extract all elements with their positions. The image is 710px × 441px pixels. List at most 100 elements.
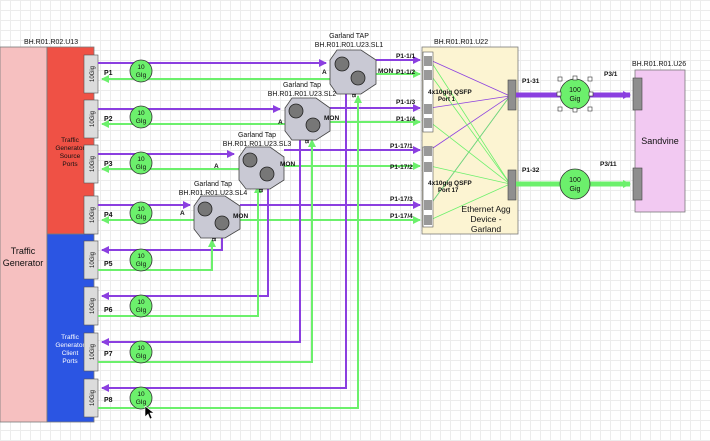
- agg-port-label-17-1: P1-17/1: [390, 143, 413, 150]
- agg-slot-1-1[interactable]: [424, 56, 432, 66]
- link-speed-circle-p5[interactable]: [129, 248, 153, 272]
- link-speed-circle-p7[interactable]: [129, 340, 153, 364]
- link-speed-circle-p3[interactable]: [129, 151, 153, 175]
- link-speed-circle-p8[interactable]: [129, 386, 153, 410]
- tap-sl1-title: Garland TAP: [329, 33, 369, 40]
- uplink-speed-1-a: 100: [569, 87, 581, 94]
- link-speed-circle-p4[interactable]: [129, 201, 153, 225]
- uplink-speed-2-a: 100: [569, 177, 581, 184]
- port-label-p8: P8: [104, 397, 113, 404]
- link-speed-p2-b: GIg: [136, 118, 147, 125]
- agg-port-label-17-4: P1-17/4: [390, 213, 413, 220]
- link-speed-circle-p2[interactable]: [129, 105, 153, 129]
- sandvine-box[interactable]: [634, 69, 686, 213]
- client-ports-label-2: Generator: [55, 342, 85, 349]
- agg-slot-1-4[interactable]: [424, 118, 432, 128]
- port-slot-p8[interactable]: [83, 378, 99, 418]
- link-speed-circle-p6[interactable]: [129, 294, 153, 318]
- sandvine-port-p3-1[interactable]: [632, 77, 643, 111]
- agg-slot-1-3[interactable]: [424, 104, 432, 114]
- selection-handle-bl[interactable]: [557, 106, 563, 112]
- source-ports-label-3: Source: [60, 153, 81, 160]
- garland-tap-sl2[interactable]: Garland Tap BH.R01.R01.U23.SL2 A MON B: [268, 82, 340, 144]
- sandvine-port-label-1: P3/1: [604, 71, 618, 78]
- agg-port-label-1-2: P1-1/2: [396, 69, 416, 76]
- qsfp-port1-label-1: 4x10gig QSFP: [428, 89, 472, 96]
- traffic-generator-box[interactable]: [0, 46, 48, 423]
- uplink-speed-1-b: Gig: [570, 96, 581, 103]
- agg-uplink-p1-31[interactable]: [507, 79, 517, 111]
- tap-sl1-id: BH.R01.R01.U23.SL1: [315, 42, 384, 49]
- tap-sl4-port-a-icon: [197, 201, 213, 217]
- agg-slot-17-3[interactable]: [424, 200, 432, 210]
- agg-slot-17-1[interactable]: [424, 146, 432, 156]
- garland-tap-sl3[interactable]: Garland Tap BH.R01.R01.U23.SL3 A MON B: [214, 132, 295, 193]
- agg-port-label-1-4: P1-1/4: [396, 116, 416, 123]
- link-speed-p8-a: 10: [137, 391, 145, 398]
- tap-sl2-a-label: A: [278, 119, 283, 126]
- agg-slot-17-2[interactable]: [424, 162, 432, 172]
- link-speed-p6-a: 10: [137, 299, 145, 306]
- tap-sl1-b-label: B: [350, 94, 356, 98]
- selection-handle-b[interactable]: [572, 107, 578, 113]
- agg-slot-17-4[interactable]: [424, 215, 432, 225]
- port-speed-p1: 10Gig: [90, 66, 96, 82]
- agg-slot-1-2[interactable]: [424, 70, 432, 80]
- port-slot-p3[interactable]: [83, 144, 99, 184]
- port-labels: P1 P2 P3 P4 P5 P6 P7 P8: [104, 70, 113, 404]
- selection-handle-t[interactable]: [572, 75, 578, 81]
- selection-handle-l[interactable]: [556, 91, 562, 97]
- uplink-speed-circle-2[interactable]: [559, 168, 591, 200]
- tap-sl3-title: Garland Tap: [238, 132, 276, 139]
- selection-handle-tl[interactable]: [557, 76, 563, 82]
- tap-sl3-a-label: A: [214, 163, 219, 170]
- agg-port-label-1-1: P1-1/1: [396, 53, 416, 60]
- link-speed-p6-b: GIg: [136, 307, 147, 314]
- uplink-speed-circle-1[interactable]: [559, 78, 591, 110]
- link-speed-p5-a: 10: [137, 253, 145, 260]
- traffic-generator-label-1: Traffic: [11, 246, 36, 256]
- links: [98, 56, 421, 409]
- link-speed-p1-b: GIg: [136, 72, 147, 79]
- tap-sl3-id: BH.R01.R01.U23.SL3: [223, 141, 292, 148]
- agg-uplink-p1-32[interactable]: [507, 169, 517, 201]
- agg-device-id: BH.R01.R01.U22: [434, 39, 488, 46]
- port-slot-p4[interactable]: [83, 195, 99, 235]
- port-slot-p6[interactable]: [83, 286, 99, 326]
- tap-sl4-mon-label: MON: [233, 213, 248, 220]
- port-slot-p1[interactable]: [83, 54, 99, 94]
- tap-sl1-body[interactable]: [329, 49, 377, 95]
- mouse-cursor-icon: [144, 405, 155, 420]
- source-port-slots: 10Gig 10Gig 10Gig 10Gig: [83, 54, 99, 235]
- port-label-p5: P5: [104, 261, 113, 268]
- garland-tap-sl1[interactable]: Garland TAP BH.R01.R01.U23.SL1 A MON B: [315, 33, 394, 98]
- uplink-label-p1-31: P1-31: [522, 78, 540, 85]
- port-speed-p4: 10Gig: [90, 207, 96, 223]
- source-ports-label-4: Ports: [62, 161, 78, 168]
- selection-handle-tr[interactable]: [587, 76, 593, 82]
- agg-device-label-2: Device -: [470, 214, 501, 224]
- port-slot-p7[interactable]: [83, 332, 99, 372]
- tap-sl2-port-b-icon: [305, 117, 321, 133]
- port-speed-p6: 10Gig: [90, 298, 96, 314]
- tap-sl3-body[interactable]: [238, 146, 285, 190]
- link-speed-circle-p1[interactable]: [129, 59, 153, 83]
- agg-port-label-17-2: P1-17/2: [390, 164, 413, 171]
- port-label-p2: P2: [104, 116, 113, 123]
- port-label-p7: P7: [104, 351, 113, 358]
- tap-sl3-mon-label: MON: [280, 161, 295, 168]
- sandvine-port-p3-11[interactable]: [632, 167, 643, 201]
- port-slot-p5[interactable]: [83, 240, 99, 280]
- qsfp-port1-block[interactable]: [422, 51, 434, 133]
- port-speed-p7: 10Gig: [90, 344, 96, 360]
- link-speed-p3-a: 10: [137, 156, 145, 163]
- tap-sl1-port-a-icon: [334, 56, 350, 72]
- agg-port-label-17-3: P1-17/3: [390, 196, 413, 203]
- tap-sl1-port-b-icon: [350, 70, 366, 86]
- agg-port-slots: [424, 56, 432, 225]
- garland-tap-sl4[interactable]: Garland Tap BH.R01.R01.U23.SL4 A MON B: [179, 181, 249, 242]
- selection-handle-br[interactable]: [587, 106, 593, 112]
- selection-handle-r[interactable]: [588, 91, 594, 97]
- port-speed-p5: 10Gig: [90, 252, 96, 268]
- port-slot-p2[interactable]: [83, 99, 99, 139]
